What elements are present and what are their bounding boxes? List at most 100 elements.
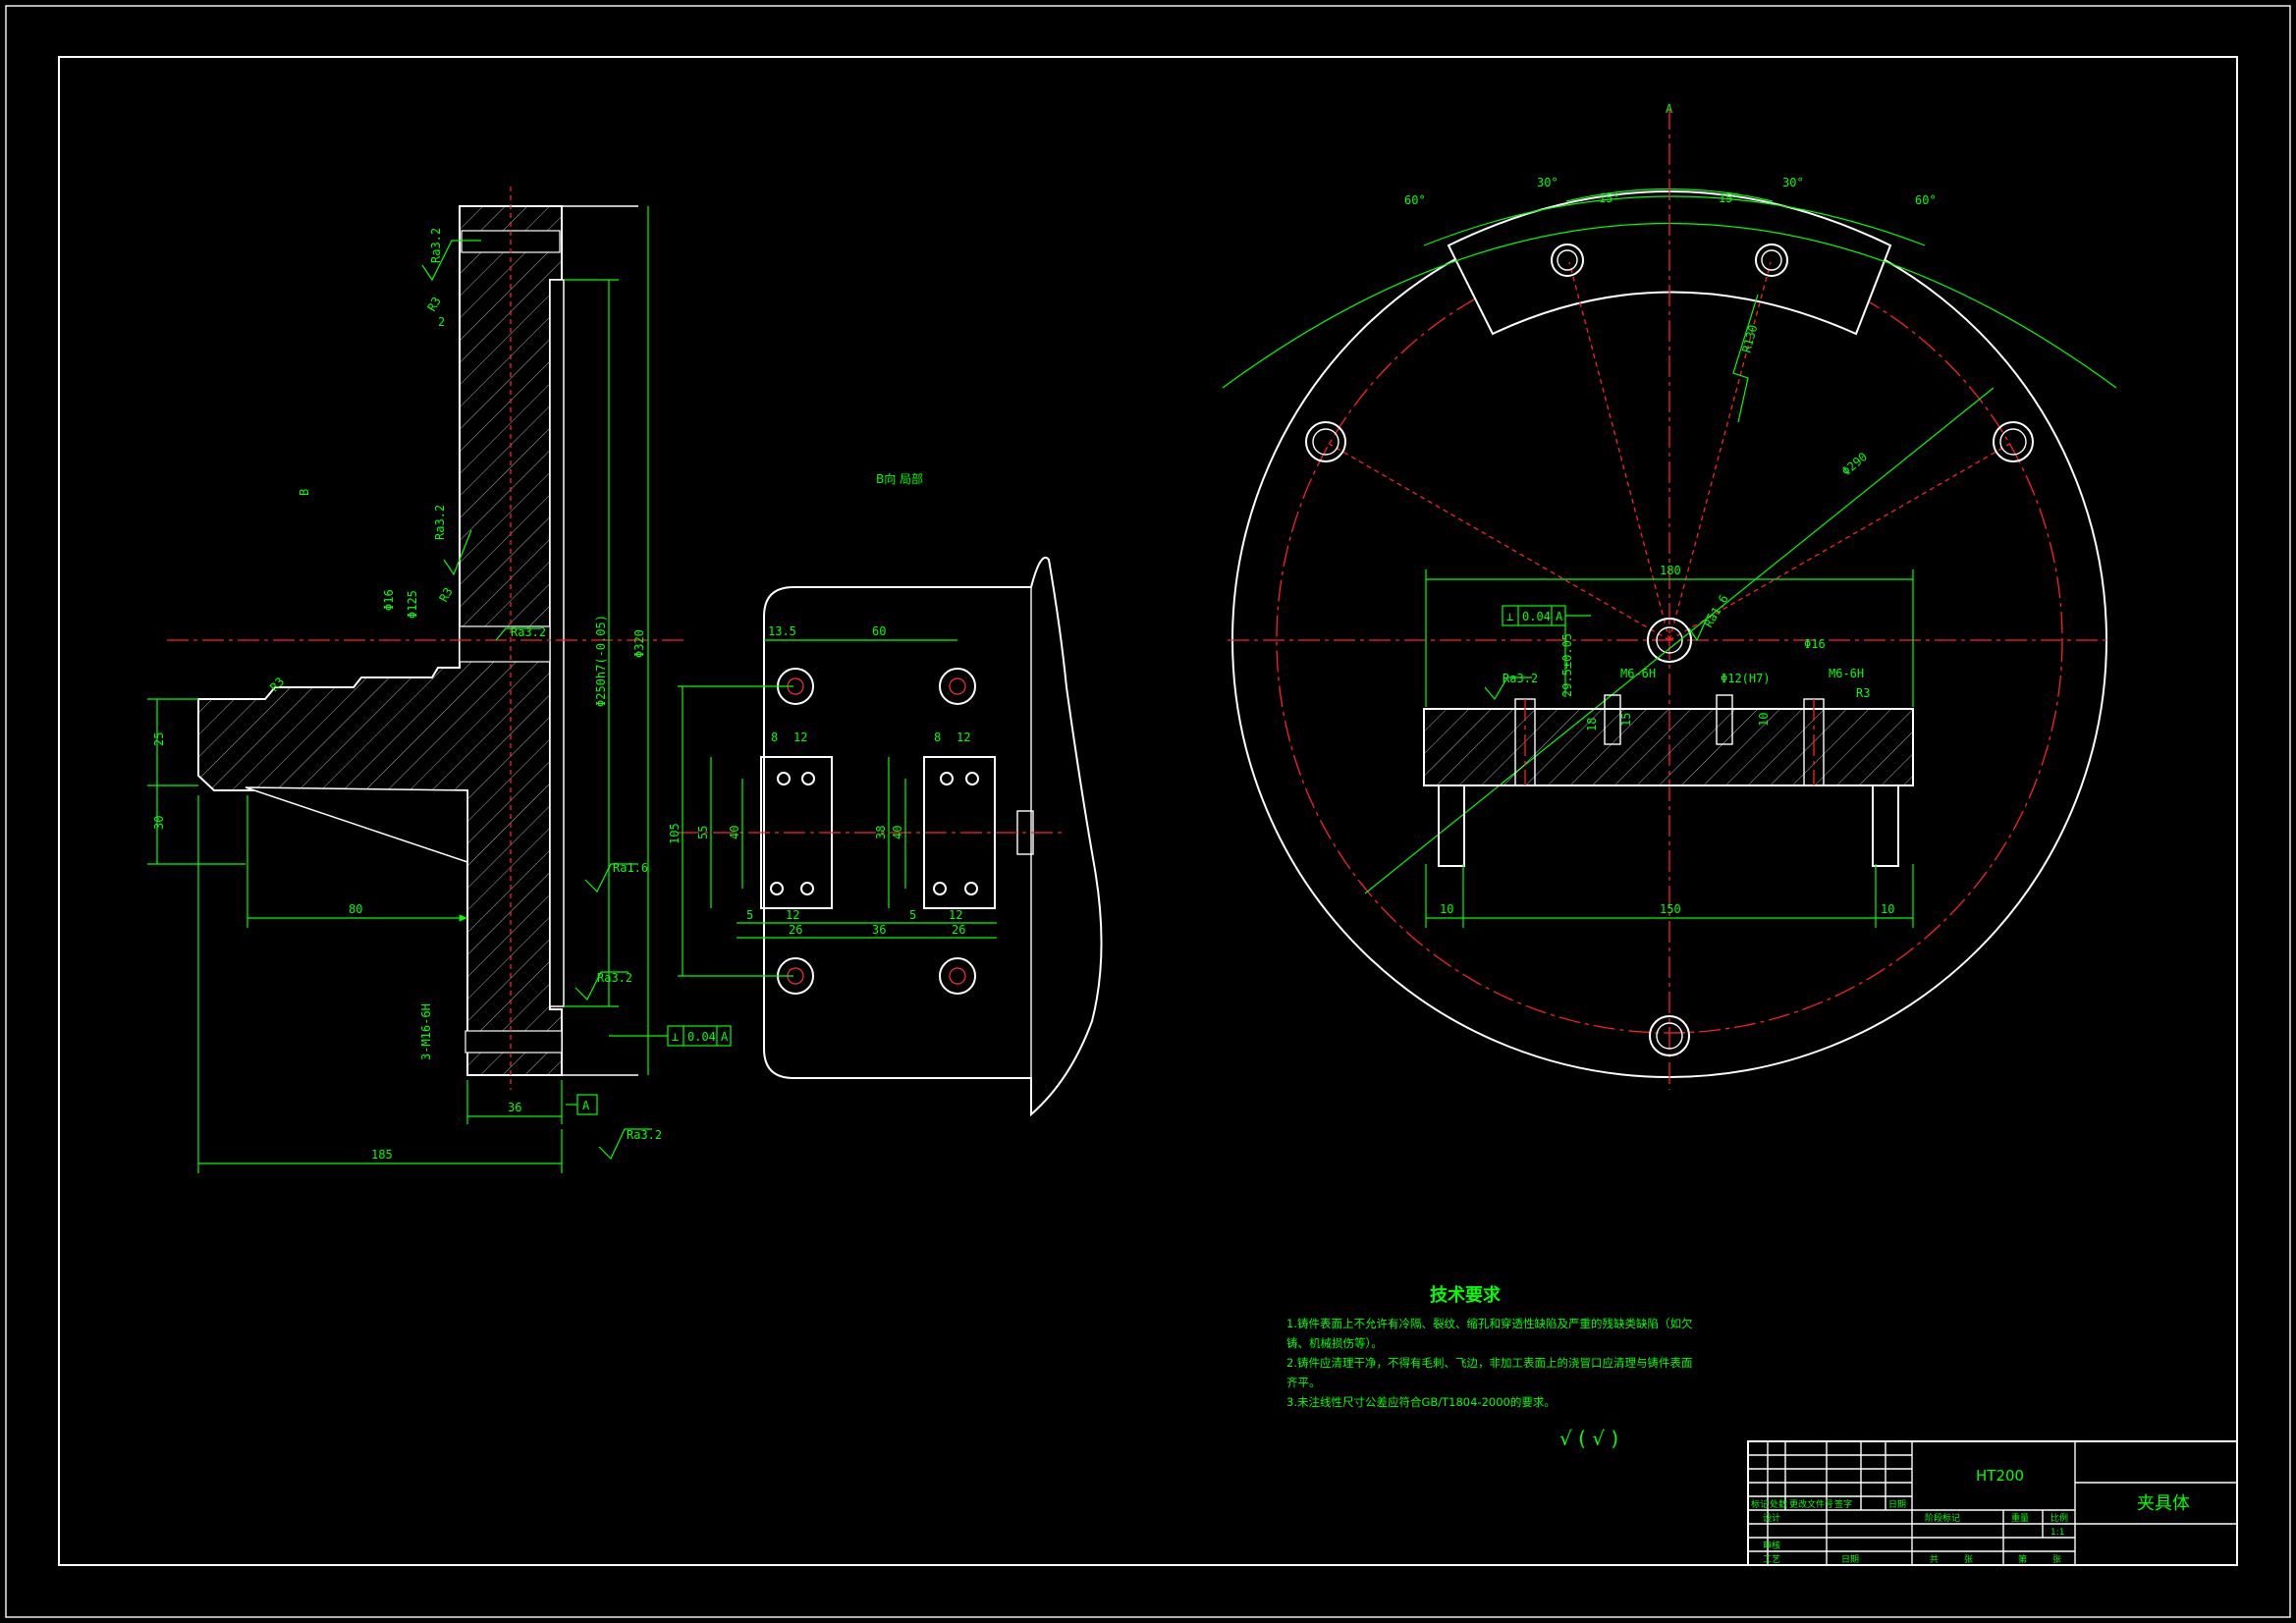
dim-phi16: Φ16 — [382, 589, 396, 611]
side-tolerance-value: 0.04 — [687, 1030, 716, 1044]
hole-label-r3: R3 — [1856, 686, 1870, 700]
svg-text:⊥: ⊥ — [1506, 610, 1513, 623]
dim-phi125: Φ125 — [406, 590, 419, 619]
hole-label-phi12: Φ12(H7) — [1721, 672, 1771, 685]
plate-legs — [1438, 784, 1899, 867]
partial-dim-55: 55 — [696, 826, 710, 839]
partial-dim-38: 38 — [874, 826, 888, 839]
top-view: 60° 30° 15° 15° 30° 60° A R130 Φ290 — [1222, 102, 2117, 1090]
side-datum-label: A — [582, 1099, 590, 1112]
top-bottom-150: 150 — [1660, 902, 1681, 916]
top-tolerance-value: 0.04 — [1522, 610, 1551, 623]
tb-header-1: 标记 — [1751, 1498, 1769, 1510]
tb-scale-label: 比例 — [2050, 1512, 2068, 1524]
view-label-b: B — [298, 489, 311, 496]
partial-plate — [763, 557, 1103, 1117]
rib — [245, 786, 468, 864]
dim-left-1: 25 — [152, 732, 166, 746]
partial-view-title: B向 局部 — [876, 471, 923, 486]
partial-dim-5b: 5 — [909, 908, 916, 922]
tb-part-name: 夹具体 — [2137, 1493, 2190, 1514]
revision-grid — [1748, 1441, 1912, 1565]
roughness-6: Ra3.2 — [627, 1128, 662, 1142]
tb-sheet-4: 张 — [2052, 1554, 2061, 1565]
bottom-bore — [465, 1030, 563, 1054]
tb-header-2: 处数 — [1770, 1498, 1787, 1510]
radius-r130: R130 — [1739, 323, 1760, 354]
title-block: 标记 处数 更改文件号 签字 日期 设计 审核 工艺 日期 HT200 夹具体 … — [1747, 1440, 2238, 1566]
side-inner-slot — [549, 279, 565, 1007]
locating-block-2 — [923, 756, 996, 909]
tech-line-3: 2.铸件应清理干净，不得有毛刺、飞边，非加工表面上的浇冒口应清理与铸件表面 — [1286, 1356, 1692, 1370]
block-holes — [770, 772, 979, 895]
tb-header-3: 更改文件号 — [1789, 1498, 1833, 1510]
top-tolerance-datum: A — [1556, 610, 1563, 623]
dim-phi250: Φ250h7(-0.05) — [594, 615, 608, 707]
top-dim-10: 10 — [1757, 713, 1771, 727]
disc-holes — [1305, 243, 2034, 1056]
top-roughness-2: Ra1.6 — [1701, 592, 1730, 629]
tech-line-1: 1.铸件表面上不允许有冷隔、裂纹、缩孔和穿透性缺陷及严重的残缺类缺陷（如欠 — [1286, 1317, 1693, 1330]
svg-text:⊥: ⊥ — [672, 1030, 679, 1044]
hole-label-m6-b: M6-6H — [1829, 667, 1864, 680]
tb-date: 日期 — [1841, 1554, 1859, 1565]
top-roughness-1: Ra3.2 — [1503, 672, 1538, 685]
top-bottom-10a: 10 — [1440, 902, 1453, 916]
partial-dim-60: 60 — [872, 624, 886, 638]
top-width-180: 180 — [1660, 564, 1681, 577]
tb-sheet-2: 张 — [1964, 1554, 1973, 1565]
partial-dim-8b: 8 — [934, 730, 941, 744]
angle-60-right: 60° — [1915, 193, 1937, 207]
partial-dim-8a: 8 — [771, 730, 778, 744]
partial-dim-40a: 40 — [728, 826, 741, 839]
plate-slots — [1514, 694, 1825, 786]
partial-dim-26a: 26 — [789, 923, 802, 937]
dim-left-2: 30 — [152, 816, 166, 830]
top-plate-section — [1423, 708, 1914, 786]
tb-sheet-1: 共 — [1930, 1554, 1939, 1565]
partial-dim-40b: 40 — [891, 826, 904, 839]
tech-requirements: 技术要求 1.铸件表面上不允许有冷隔、裂纹、缩孔和穿透性缺陷及严重的残缺类缺陷（… — [1286, 1284, 1693, 1450]
outer-border — [5, 5, 2291, 1618]
dim-80: 80 — [349, 902, 362, 916]
roughness-3: Ra3.2 — [511, 625, 546, 639]
partial-dim-5a: 5 — [746, 908, 753, 922]
angle-15-left: 15° — [1599, 191, 1620, 205]
tb-row-design: 设计 — [1763, 1512, 1780, 1524]
side-section-view: 25 30 80 36 185 Φ320 Φ250h7(-0.05) Φ16 Φ… — [147, 187, 732, 1173]
angle-60-left: 60° — [1404, 193, 1426, 207]
top-dim-18: 18 — [1585, 718, 1599, 731]
partial-dim-26b: 26 — [952, 923, 965, 937]
roughness-5: Ra3.2 — [597, 971, 632, 985]
tech-title: 技术要求 — [1430, 1284, 1502, 1306]
partial-dim-12b: 12 — [957, 730, 970, 744]
tb-weight: 重量 — [2011, 1512, 2029, 1524]
roughness-1: Ra3.2 — [429, 228, 443, 263]
angle-15-right: 15° — [1719, 191, 1740, 205]
tech-line-4: 齐平。 — [1286, 1376, 1321, 1389]
dim-2: 2 — [438, 315, 445, 329]
dim-185: 185 — [371, 1148, 393, 1162]
angle-30-left: 30° — [1537, 176, 1558, 189]
diameter-phi290: Φ290 — [1839, 450, 1870, 478]
partial-view-b: B向 局部 13.5 60 8 12 8 12 10 — [668, 471, 1103, 1117]
center-hole — [459, 625, 551, 663]
tb-material: HT200 — [1976, 1467, 2024, 1485]
tb-stage-mark: 阶段标记 — [1925, 1512, 1960, 1524]
hole-label-phi16: Φ16 — [1804, 637, 1826, 651]
tb-header-4: 签字 — [1834, 1498, 1852, 1510]
partial-dim-12c: 12 — [786, 908, 799, 922]
dim-r3-a: R3 — [424, 295, 443, 314]
tech-line-2: 铸、机械损伤等）。 — [1286, 1336, 1383, 1350]
hole-label-m6-a: M6-6H — [1620, 667, 1656, 680]
inner-border — [58, 56, 2238, 1566]
dim-phi320: Φ320 — [632, 629, 646, 658]
roughness-4: Ra1.6 — [613, 861, 648, 875]
partial-dim-13-5: 13.5 — [768, 624, 796, 638]
roughness-2: Ra3.2 — [433, 505, 447, 540]
tech-line-5: 3.未注线性尺寸公差应符合GB/T1804-2000的要求。 — [1286, 1395, 1556, 1409]
tb-header-5: 日期 — [1888, 1499, 1906, 1510]
partial-dim-36: 36 — [872, 923, 886, 937]
dim-r3-b: R3 — [436, 585, 455, 605]
